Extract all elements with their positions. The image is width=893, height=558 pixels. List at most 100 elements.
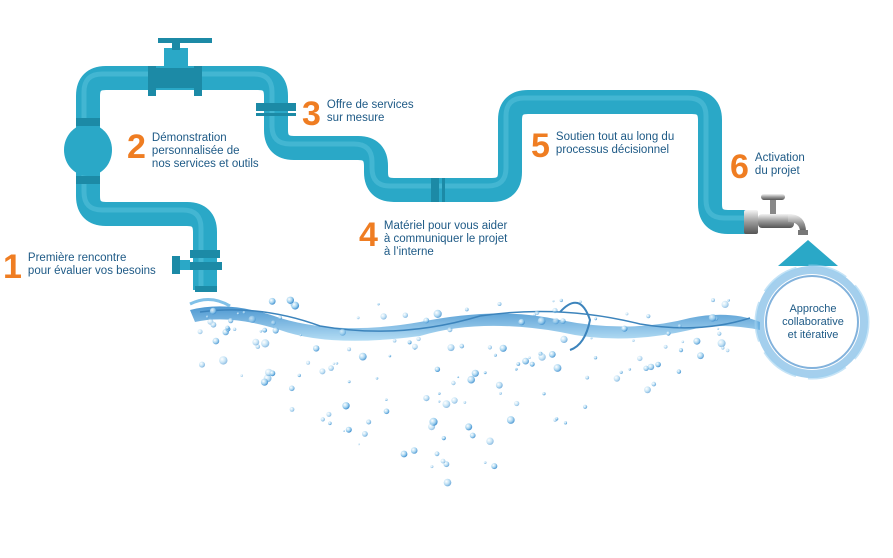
water-bubble (533, 313, 536, 317)
water-bubble (428, 423, 436, 431)
water-bubble (347, 347, 352, 352)
water-bubble (619, 370, 623, 374)
valve-handle-icon (158, 38, 212, 43)
water-bubble (443, 461, 450, 468)
water-bubble (487, 345, 492, 350)
water-bubble (326, 411, 332, 417)
water-bubbles (197, 296, 730, 487)
water-bubble (423, 317, 430, 324)
water-bubble (594, 317, 598, 321)
water-bubble (534, 310, 540, 316)
water-bubble (559, 298, 563, 303)
water-bubble (711, 298, 715, 303)
water-bubble (457, 376, 460, 379)
water-bubble (358, 443, 360, 446)
water-bubble (342, 402, 350, 410)
water-bubble (538, 353, 546, 361)
water-bubble (392, 338, 397, 343)
water-bubble (590, 337, 593, 340)
water-bubble (269, 370, 276, 377)
water-bubble (362, 431, 368, 437)
water-bubble (380, 313, 387, 320)
water-bubble (681, 340, 685, 344)
valve-body (150, 68, 202, 88)
step-number: 4 (359, 216, 378, 254)
water-bubble (625, 312, 629, 316)
water-bubble (621, 325, 628, 332)
water-bubble (443, 478, 452, 487)
water-bubble (663, 344, 668, 349)
water-bubble (313, 345, 320, 352)
step-number: 2 (127, 128, 146, 166)
water-bubble (467, 375, 476, 384)
water-bubble (335, 362, 339, 365)
water-bubble (441, 436, 446, 441)
water-bubble (613, 375, 621, 382)
water-bubble (319, 368, 326, 375)
water-bubble (447, 327, 453, 333)
water-bubble (717, 339, 726, 348)
water-bubble (385, 398, 388, 402)
water-bubble (451, 380, 456, 386)
water-bubble (240, 374, 243, 377)
water-bubble (199, 361, 205, 368)
water-bubble (356, 316, 360, 320)
water-bubble (553, 418, 557, 422)
water-bubble (552, 317, 559, 325)
water-bubble (499, 392, 502, 395)
water-bubble (242, 311, 246, 314)
water-bubble (459, 343, 465, 349)
water-bubble (278, 315, 283, 320)
water-bubble (343, 430, 345, 432)
water-bubble (407, 340, 412, 345)
water-bubble (537, 317, 546, 325)
water-bubble (553, 364, 562, 372)
water-bubble (483, 371, 487, 375)
water-bubble (320, 417, 325, 422)
water-bubble (412, 343, 418, 350)
water-bubble (383, 408, 390, 415)
water-bubble (717, 331, 722, 336)
water-bubble (717, 327, 720, 330)
water-bubble (678, 348, 684, 353)
water-bubble (493, 353, 497, 357)
water-bubble (697, 352, 704, 360)
water-bubble (430, 465, 434, 469)
water-bubble (563, 421, 568, 425)
water-bubble (593, 356, 598, 360)
water-bubble (255, 344, 261, 349)
water-bubble (289, 385, 295, 392)
water-bubble (345, 426, 352, 433)
water-bubble (328, 365, 334, 371)
water-bubble (416, 336, 421, 342)
water-bubble (272, 327, 279, 334)
step-number: 1 (3, 248, 22, 286)
water-bubble (232, 327, 237, 331)
water-bubble (268, 297, 276, 305)
water-bubble (483, 461, 487, 464)
water-bubble (451, 397, 458, 404)
water-bubble (542, 392, 546, 396)
water-bubble (518, 318, 525, 326)
water-bubble (506, 416, 515, 424)
water-bubble (522, 357, 529, 365)
water-bubble (228, 318, 234, 324)
water-bubble (358, 352, 367, 361)
water-bubble (693, 337, 701, 345)
water-bubble (438, 392, 441, 395)
water-bubble (433, 309, 442, 318)
water-bubble (402, 312, 408, 318)
water-bubble (677, 324, 682, 328)
water-bubble (347, 380, 351, 384)
water-bubble (259, 330, 263, 333)
water-bubble (291, 301, 300, 310)
water-bubble (463, 401, 467, 404)
